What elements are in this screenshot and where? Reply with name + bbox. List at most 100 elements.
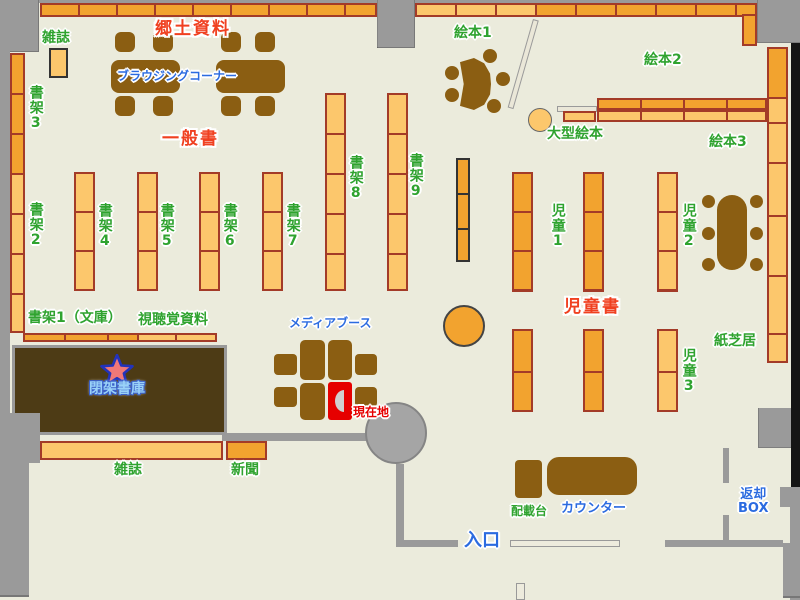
wall-top-right-block [757,0,800,43]
children-column-1-upper [512,172,533,292]
media-booth-box [328,340,352,380]
loading-stand [515,460,542,498]
children-column-1-lower [512,329,533,412]
shelf-double-row-top [597,98,767,110]
label-shelf1-bunko: 書架1（文庫） [28,310,122,326]
magazine-box-top [49,48,68,78]
label-magazines-top: 雑誌 [42,30,70,46]
magazine-rack-bottom [40,441,223,460]
wall-below-pillar [396,464,404,542]
label-entrance: 入口 [464,530,500,551]
label-media-booth: メディアブース [289,316,372,330]
browsing-table-2 [216,60,285,93]
children-area-circle [443,305,485,347]
shelf-top-wall-right [415,3,757,17]
wall-left-lower-b [0,462,29,597]
chair [255,96,275,116]
shelf-column-4 [74,172,95,291]
label-children-3: 児童3 [680,348,697,395]
label-children-books: 児童書 [564,297,621,317]
pillar-circle [365,402,427,464]
label-picture-books-1: 絵本1 [454,25,492,41]
wall-alcove-stub-upper [723,448,729,483]
media-booth-box [355,354,377,375]
chair [750,227,763,240]
label-counter: カウンター [561,501,627,516]
chair [221,96,241,116]
wall-left-lower-a [0,413,40,463]
label-shelf8: 書架8 [347,155,364,202]
oval-table [717,195,747,270]
chair [221,32,241,52]
chair [445,88,459,102]
closed-stacks-area [12,345,227,435]
label-picture-books-3: 絵本3 [709,134,747,150]
label-shelf4: 書架4 [96,203,113,250]
wall-diagonal [507,19,539,110]
wall-alcove-top [758,408,791,448]
children-column-2-upper [583,172,604,292]
wall-stacks-to-pillar [222,433,368,441]
media-booth-box [300,383,325,420]
shelf-column-9 [387,93,408,291]
label-children-1: 児童1 [549,203,566,250]
label-picture-books-2: 絵本2 [644,52,682,68]
shelf-column-6 [199,172,220,291]
label-local-materials: 郷土資料 [155,19,231,39]
label-shelf2: 書架2 [27,202,44,249]
label-shelf9: 書架9 [407,153,424,200]
newspaper-rack [226,441,267,460]
kidney-table [460,58,491,110]
label-shelf5: 書架5 [158,203,175,250]
chair [702,227,715,240]
chair [750,258,763,271]
label-general-books: 一般書 [162,129,219,149]
label-shelf3: 書架3 [27,85,44,132]
wall-right-notch [780,487,790,507]
chair [702,258,715,271]
children-column-3-lower [657,329,678,412]
shelf-column-7 [262,172,283,291]
wall-entrance-left [396,540,458,547]
chair [115,96,135,116]
media-booth-box [300,340,325,380]
wall-bottom-right-block [783,543,800,598]
shelf-right-wall [767,47,788,363]
chair [115,32,135,52]
entrance-mat [510,540,620,547]
label-loading-stand: 配載台 [511,504,548,518]
chair [702,195,715,208]
chair [153,32,173,52]
browsing-table-1 [111,60,180,93]
current-location-person [335,390,344,412]
shelf-narrow-column [456,158,470,262]
chair [445,66,459,80]
chair [153,96,173,116]
wall-top-middle-block [377,0,415,48]
chair [487,99,501,113]
label-browsing-corner: ブラウジングコーナー [117,69,238,83]
wall-left-border [0,0,10,413]
media-booth-box [274,387,297,407]
children-column-2-lower [583,329,604,412]
chair [255,32,275,52]
wall-right-black-strip [791,43,800,487]
children-column-3-upper [657,172,678,292]
label-return-box: 返却 BOX [738,488,769,515]
counter-desk [547,457,637,495]
label-children-2: 児童2 [680,203,697,250]
chair [750,195,763,208]
label-return-box-line2: BOX [738,500,769,516]
chair [483,49,497,63]
chair [496,72,510,86]
wall-bottom-right [665,540,783,547]
label-audio-visual: 視聴覚資料 [138,312,208,328]
label-kamishibai: 紙芝居 [714,333,756,349]
shelf-double-row-bottom [597,110,767,122]
label-newspapers: 新聞 [231,462,259,478]
label-current-location: 現在地 [353,405,390,419]
shelf-left-wall [10,53,25,333]
shelf-column-5 [137,172,158,291]
label-shelf6: 書架6 [221,203,238,250]
